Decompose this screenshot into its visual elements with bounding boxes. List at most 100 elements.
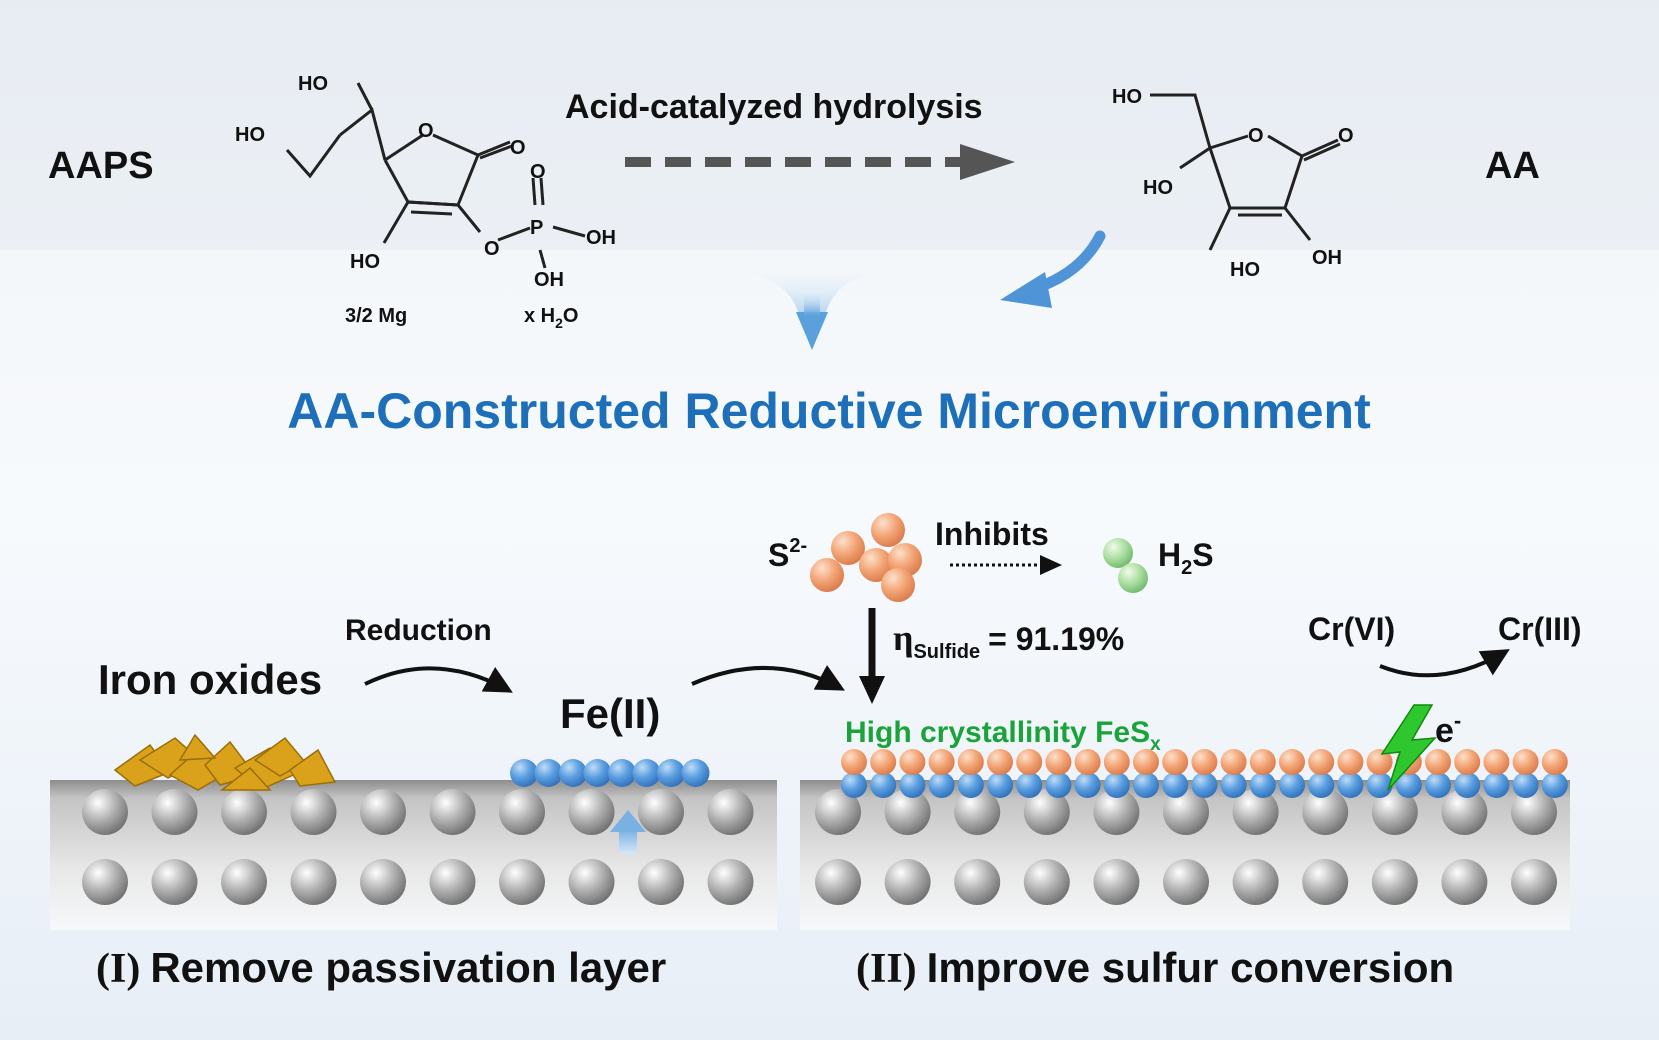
- iron-atom: [221, 859, 267, 905]
- fe-atom: [987, 772, 1013, 798]
- fe2-ion: [681, 759, 710, 787]
- svg-text:P: P: [530, 217, 543, 239]
- iron-atom: [82, 859, 128, 905]
- iron-atom: [815, 859, 861, 905]
- s-atom: [1220, 749, 1247, 775]
- fe2-ion-layer: [510, 759, 710, 787]
- iron-atom: [360, 789, 406, 835]
- h2s-label: H2S: [1158, 537, 1214, 579]
- s-atom: [841, 749, 867, 775]
- iron-atom: [1441, 859, 1488, 905]
- iron-atom: [707, 789, 754, 835]
- cr6-label: Cr(VI): [1308, 611, 1395, 647]
- left-caption: (I)Remove passivation layer: [96, 944, 666, 992]
- aaps-atoms: HO HO O O O P O OH OH HO 3/2 Mg x H2O: [235, 73, 616, 331]
- fe-atom: [1308, 772, 1335, 798]
- aaps-molecule: [285, 82, 586, 269]
- fesx-layer: [841, 749, 1568, 798]
- iron-atom: [1163, 859, 1209, 905]
- s-atom: [1133, 749, 1159, 775]
- svg-text:O: O: [530, 161, 546, 183]
- iron-atom: [429, 859, 476, 905]
- iron-atom: [1093, 789, 1140, 835]
- fe2-ion: [583, 759, 612, 787]
- fe-atom: [1103, 772, 1130, 798]
- fe2-ion: [510, 759, 538, 787]
- fe2-ion: [534, 759, 563, 787]
- fe-atom: [841, 772, 867, 798]
- iron-atom: [638, 859, 684, 905]
- fe-atom: [1454, 772, 1481, 798]
- eta-label: ηSulfide= 91.19%: [893, 618, 1124, 663]
- iron-atom: [568, 789, 615, 835]
- aa-return-arrow: [1000, 230, 1106, 308]
- iron-atom: [1023, 789, 1070, 835]
- iron-atom: [707, 859, 754, 905]
- iron-atom: [1511, 859, 1557, 905]
- fe-atom: [1074, 772, 1101, 798]
- svg-text:O: O: [418, 120, 434, 142]
- iron-oxide-flakes: [113, 733, 337, 791]
- reaction-label: Acid-catalyzed hydrolysis: [565, 88, 983, 126]
- fe-atom: [1425, 772, 1451, 798]
- fe-atom: [1220, 772, 1247, 798]
- fe-atom: [870, 772, 897, 798]
- fe-atom: [1483, 772, 1510, 798]
- iron-atom: [499, 859, 545, 905]
- s-atom: [1045, 749, 1072, 775]
- s-atom: [1454, 749, 1481, 775]
- iron-atom: [884, 789, 931, 835]
- fe-atom: [1395, 772, 1422, 798]
- svg-text:HO: HO: [298, 73, 328, 95]
- s2-label: S2-: [768, 535, 807, 573]
- iron-atom: [1302, 789, 1349, 835]
- right-caption: (II)Improve sulfur conversion: [856, 944, 1454, 992]
- fe-atom: [957, 772, 984, 798]
- reactant-label: AAPS: [48, 145, 154, 187]
- iron-atom: [429, 789, 476, 835]
- s-atom: [987, 749, 1013, 775]
- s-atom: [1541, 749, 1568, 775]
- svg-text:O: O: [510, 137, 526, 159]
- iron-atom: [815, 789, 861, 835]
- s-atom: [1308, 749, 1335, 775]
- inhibits-label: Inhibits: [935, 516, 1049, 552]
- sulfide-down-arrow: [859, 608, 885, 704]
- fe2-label: Fe(II): [560, 690, 660, 737]
- svg-text:OH: OH: [1312, 247, 1342, 269]
- s-atom: [1016, 749, 1043, 775]
- iron-atom: [290, 789, 337, 835]
- iron-atom: [1302, 859, 1349, 905]
- fe-atom: [899, 772, 926, 798]
- fe-atom: [928, 772, 955, 798]
- iron-atom: [954, 789, 1001, 835]
- fe2-ion: [632, 759, 661, 787]
- svg-text:HO: HO: [235, 124, 265, 146]
- cr-reduction-arrow: [1379, 649, 1510, 678]
- svg-text:OH: OH: [534, 269, 564, 291]
- s-atom: [1425, 749, 1451, 775]
- left-iron-atoms: [82, 789, 754, 905]
- s-atom: [1483, 749, 1510, 775]
- s-atom: [957, 749, 984, 775]
- s-atom: [899, 749, 926, 775]
- s-atom: [1103, 749, 1130, 775]
- s-atom: [1337, 749, 1364, 775]
- fe-atom: [1337, 772, 1364, 798]
- fe-atom: [1133, 772, 1159, 798]
- s-atom: [1366, 749, 1393, 775]
- iron-atom: [360, 859, 406, 905]
- fe-atom: [1512, 772, 1539, 798]
- iron-atom: [1163, 789, 1209, 835]
- s-atom: [1279, 749, 1305, 775]
- counterion-label: 3/2 Mg: [345, 305, 407, 327]
- fe-atom: [1541, 772, 1568, 798]
- fe-atom: [1366, 772, 1393, 798]
- iron-atom: [1371, 859, 1418, 905]
- svg-text:O: O: [1338, 125, 1354, 147]
- aa-molecule: [1150, 93, 1341, 251]
- svg-text:HO: HO: [1143, 177, 1173, 199]
- svg-text:O: O: [1248, 125, 1264, 147]
- fe2-ion: [657, 759, 685, 787]
